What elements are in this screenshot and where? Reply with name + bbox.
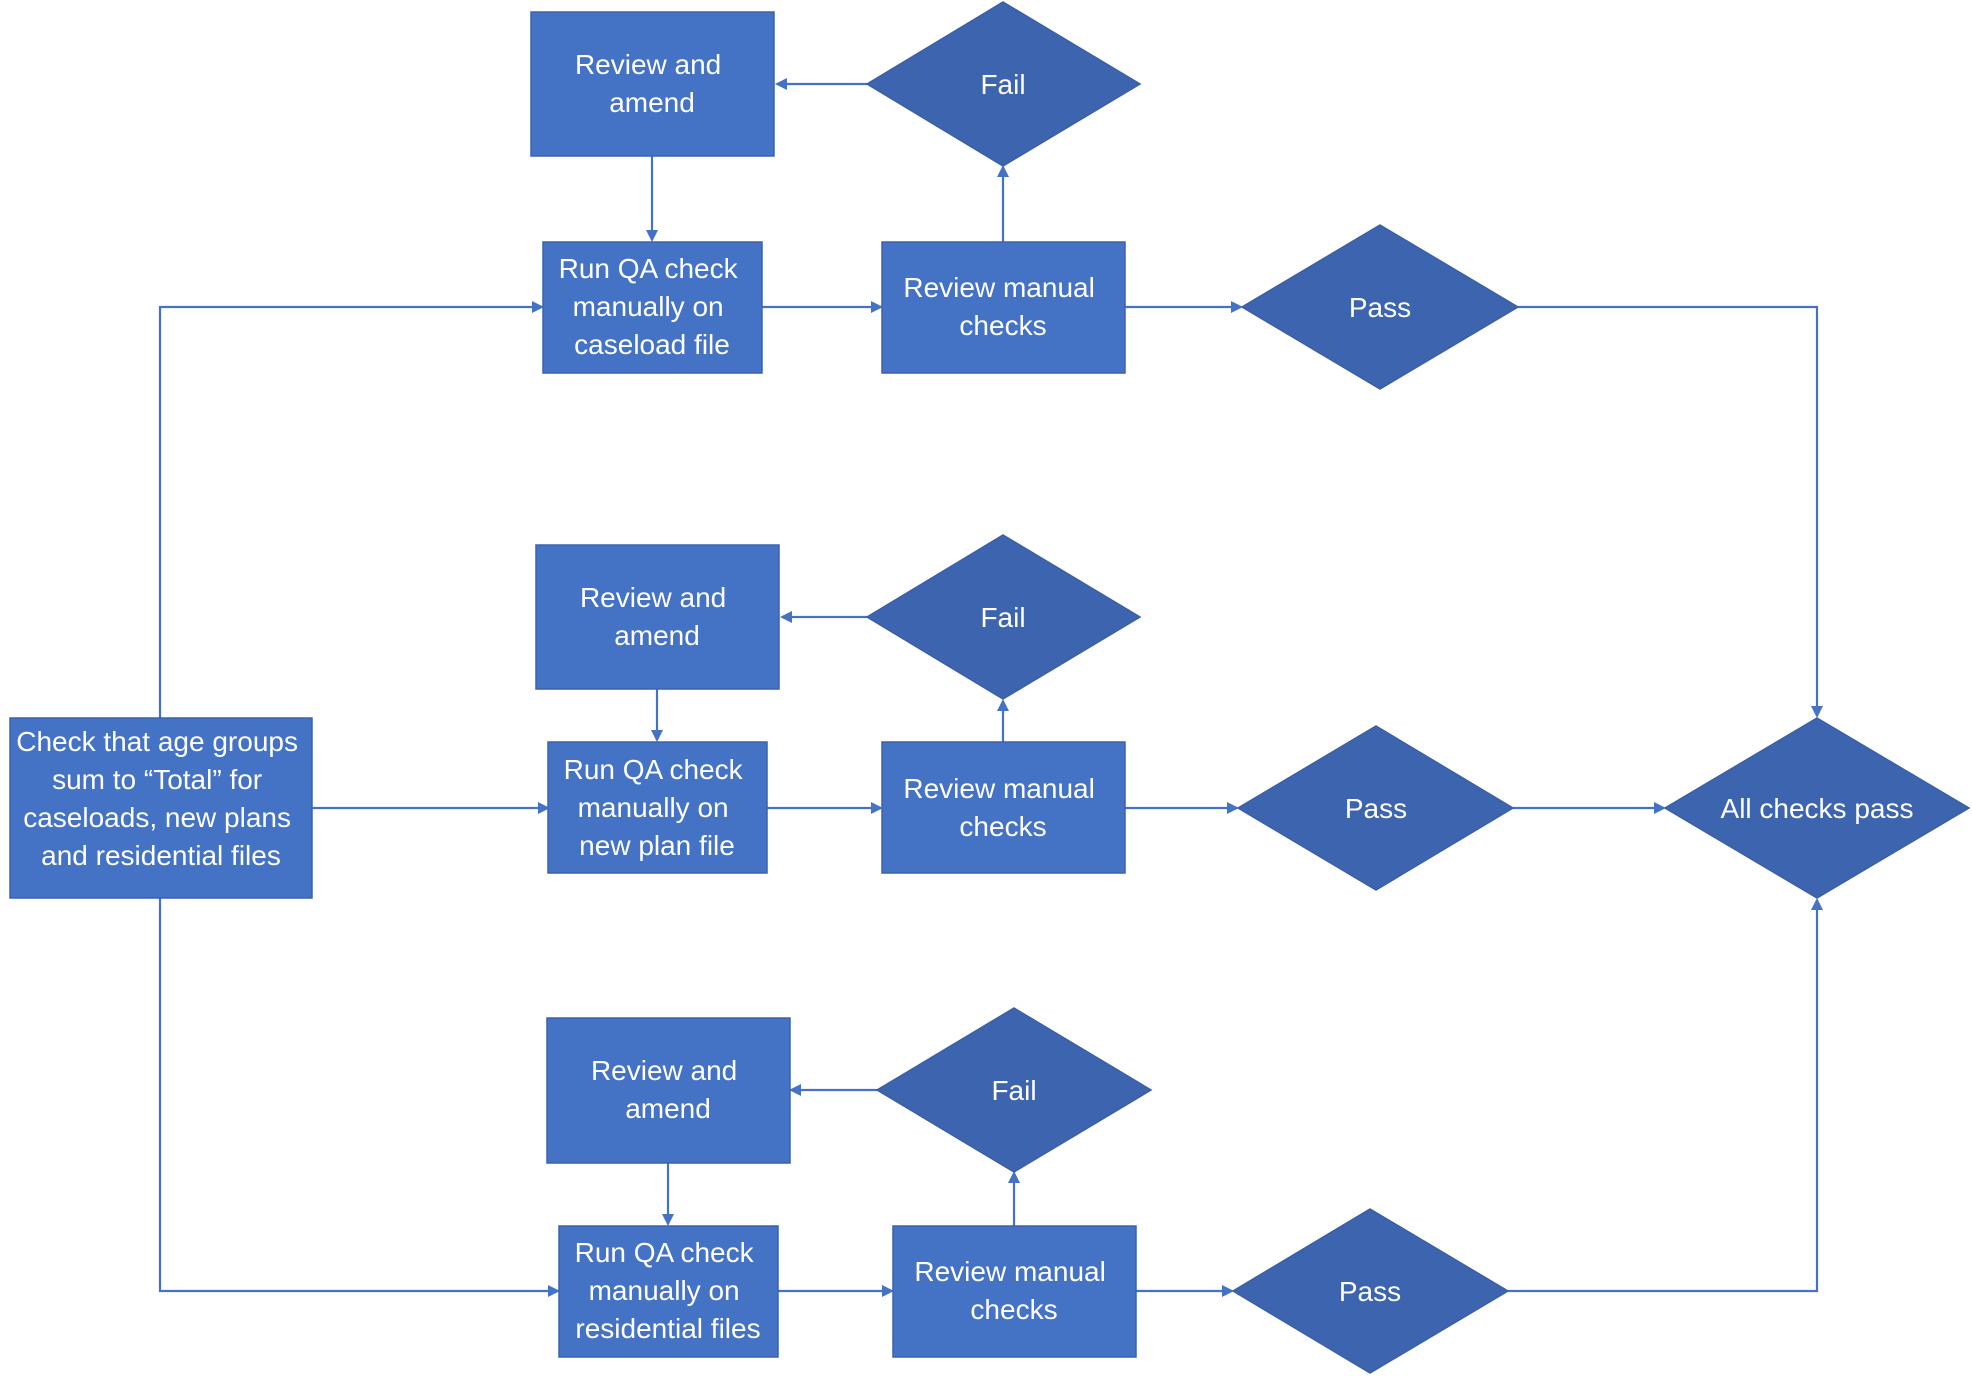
start-box: Check that age groups sum to “Total” for… [9,717,313,899]
start-box-line: sum to “Total” for [52,764,262,795]
residential-review-amend-label: Review and amend [591,1055,745,1124]
residential-pass-diamond: Pass [1231,1208,1510,1374]
caseload-fail-label: Fail [980,69,1025,100]
caseload-review-amend-box: Review and amend [530,11,775,157]
new-plan-pass-label: Pass [1345,793,1407,824]
residential-review-manual-label: Review manual checks [914,1256,1113,1325]
residential-review-amend-box: Review and amend [546,1017,791,1164]
caseload-review-manual-box: Review manual checks [881,241,1126,374]
residential-run-qa-label: Run QA check manually on residential fil… [575,1237,762,1344]
new-plan-run-qa-box: Run QA check manually on new plan file [547,741,768,874]
residential-run-qa-box: Run QA check manually on residential fil… [558,1225,779,1358]
new-plan-pass-diamond: Pass [1236,725,1515,891]
new-plan-review-amend-box: Review and amend [535,544,780,690]
connector-start-to-residential-run-qa [158,898,560,1297]
caseload-run-qa-label: Run QA check manually on caseload file [559,253,746,360]
residential-fail-diamond: Fail [875,1007,1153,1173]
new-plan-review-manual-box: Review manual checks [881,741,1126,874]
all-checks-pass-label: All checks pass [1721,793,1914,824]
start-box-line: and residential files [41,840,281,871]
connector-start-to-caseload-run-qa [158,301,544,718]
start-box-line: Check that age groups [16,726,298,757]
new-plan-review-manual-label: Review manual checks [903,773,1102,842]
caseload-review-amend-label: Review and amend [575,49,729,118]
new-plan-fail-label: Fail [980,602,1025,633]
start-box-line: caseloads, new plans [23,802,291,833]
new-plan-run-qa-label: Run QA check manually on new plan file [564,754,751,861]
all-checks-pass-diamond: All checks pass [1663,717,1971,899]
caseload-run-qa-box: Run QA check manually on caseload file [542,241,763,374]
connector-caseload-pass-to-all-pass [1518,305,1823,718]
caseload-pass-diamond: Pass [1240,224,1520,390]
new-plan-review-amend-label: Review and amend [580,582,734,651]
new-plan-fail-diamond: Fail [865,534,1142,700]
residential-pass-label: Pass [1339,1276,1401,1307]
caseload-pass-label: Pass [1349,292,1411,323]
residential-fail-label: Fail [991,1075,1036,1106]
caseload-fail-diamond: Fail [865,1,1142,167]
start-box-label: Check that age groups sum to “Total” for… [16,726,306,871]
connectors [158,78,1823,1297]
connector-residential-pass-to-all-pass [1508,898,1823,1293]
caseload-review-manual-label: Review manual checks [903,272,1102,341]
residential-review-manual-box: Review manual checks [892,1225,1137,1358]
